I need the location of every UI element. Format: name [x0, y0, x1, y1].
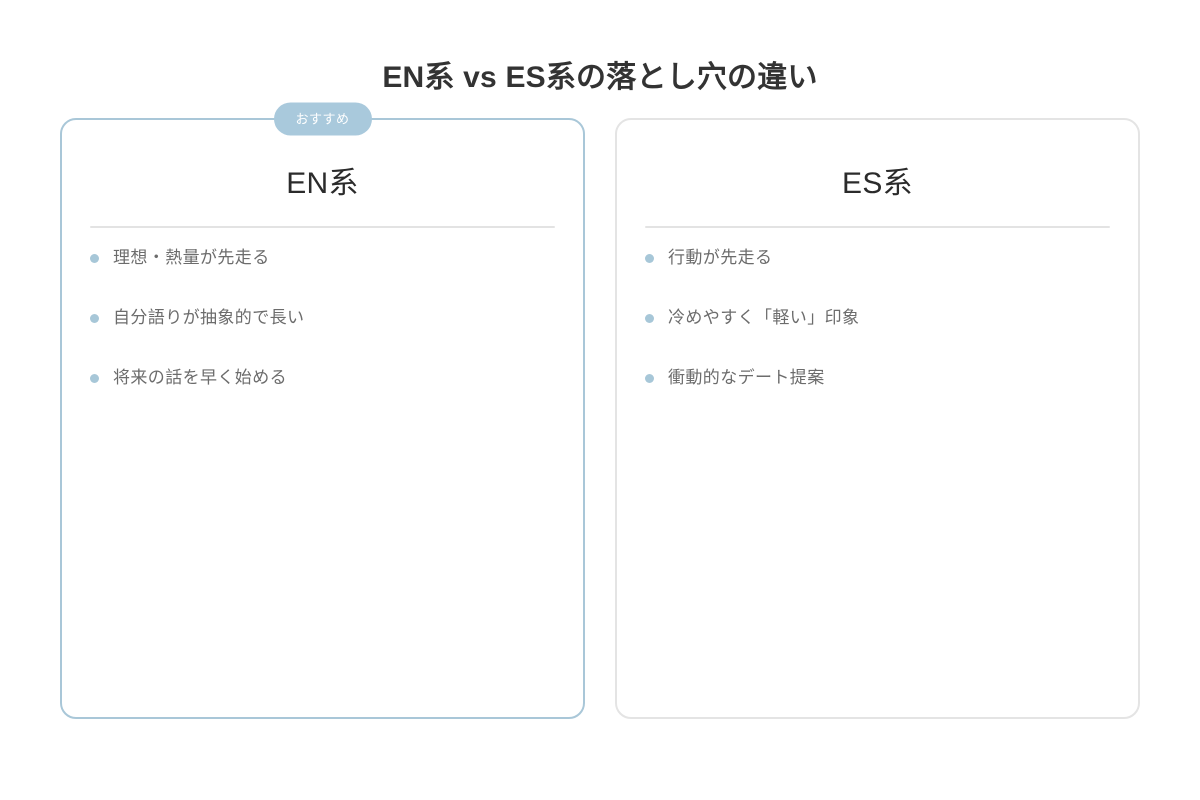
list-item-label: 将来の話を早く始める — [113, 368, 287, 387]
list-item-label: 冷めやすく「軽い」印象 — [668, 308, 860, 327]
bullet-dot-icon — [645, 313, 654, 323]
comparison-cards-row: おすすめ EN系 理想・熱量が先走る 自分語りが抽象的で長い 将来の話を早く始め… — [60, 102, 1140, 719]
page-title: EN系 vs ES系の落とし穴の違い — [382, 61, 818, 95]
list-item-label: 行動が先走る — [668, 248, 773, 267]
list-item: 冷めやすく「軽い」印象 — [645, 288, 1110, 348]
list-item: 自分語りが抽象的で長い — [90, 288, 555, 348]
list-item: 行動が先走る — [645, 228, 1110, 288]
comparison-card-es[interactable]: ES系 行動が先走る 冷めやすく「軽い」印象 衝動的なデート提案 — [615, 118, 1140, 719]
comparison-card-en[interactable]: おすすめ EN系 理想・熱量が先走る 自分語りが抽象的で長い 将来の話を早く始め… — [60, 102, 585, 719]
bullet-dot-icon — [645, 373, 654, 383]
card-divider — [645, 226, 1110, 228]
list-item-label: 理想・熱量が先走る — [113, 248, 270, 267]
card-title-en: EN系 — [286, 167, 359, 200]
list-item: 衝動的なデート提案 — [645, 348, 1110, 408]
pitfall-list-es: 行動が先走る 冷めやすく「軽い」印象 衝動的なデート提案 — [645, 228, 1110, 408]
recommended-badge: おすすめ — [273, 102, 372, 136]
card-title-es: ES系 — [842, 167, 913, 200]
bullet-dot-icon — [645, 253, 654, 263]
card-divider — [90, 226, 555, 228]
list-item-label: 自分語りが抽象的で長い — [113, 308, 305, 327]
list-item: 理想・熱量が先走る — [90, 228, 555, 288]
bullet-dot-icon — [90, 373, 99, 383]
list-item-label: 衝動的なデート提案 — [668, 368, 825, 387]
list-item: 将来の話を早く始める — [90, 348, 555, 408]
bullet-dot-icon — [90, 253, 99, 263]
bullet-dot-icon — [90, 313, 99, 323]
pitfall-list-en: 理想・熱量が先走る 自分語りが抽象的で長い 将来の話を早く始める — [90, 228, 555, 408]
